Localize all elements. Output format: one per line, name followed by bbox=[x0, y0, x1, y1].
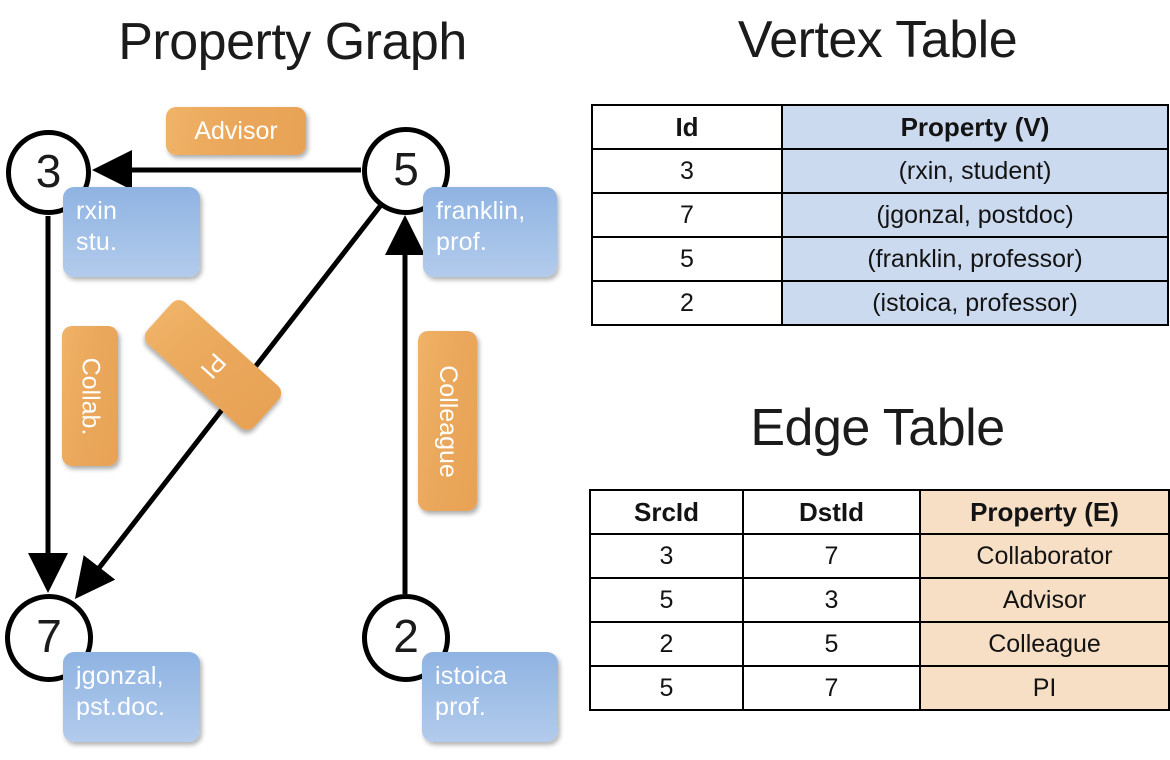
edge-label-advisor: Advisor bbox=[166, 107, 306, 155]
graph-node-5-label: 5 bbox=[393, 143, 419, 195]
edge-cell-property: PI bbox=[919, 665, 1170, 711]
page-title-vertex-table: Vertex Table bbox=[737, 11, 1018, 69]
graph-node-2-property-line2: prof. bbox=[435, 692, 487, 721]
vertex-table: Id Property (V) 3 (rxin, student) 7 (jgo… bbox=[591, 104, 1169, 326]
graph-node-3-property-line2: stu. bbox=[76, 227, 118, 256]
edge-cell-src: 3 bbox=[589, 533, 744, 579]
edge-label-colleague: Colleague bbox=[418, 331, 477, 511]
edge-cell-property: Colleague bbox=[919, 621, 1170, 667]
edge-label-collab-text: Collab. bbox=[76, 357, 105, 435]
table-row[interactable]: 7 (jgonzal, postdoc) bbox=[591, 192, 1169, 238]
edge-table-header-row: SrcId DstId Property (E) bbox=[589, 489, 1170, 535]
edge-table: SrcId DstId Property (E) 3 7 Collaborato… bbox=[589, 489, 1170, 711]
table-row[interactable]: 5 7 PI bbox=[589, 665, 1170, 711]
edge-table-header-srcid: SrcId bbox=[589, 489, 744, 535]
edge-cell-dst: 7 bbox=[742, 665, 921, 711]
table-row[interactable]: 2 5 Colleague bbox=[589, 621, 1170, 667]
graph-node-3-property-line1: rxin bbox=[76, 197, 118, 225]
vertex-cell-property: (jgonzal, postdoc) bbox=[781, 192, 1169, 238]
edge-label-pi-text: PI bbox=[195, 347, 232, 384]
edge-label-collab: Collab. bbox=[62, 326, 118, 466]
graph-node-2-property-box: istoica prof. bbox=[422, 652, 558, 742]
vertex-cell-id: 3 bbox=[591, 148, 783, 194]
table-row[interactable]: 5 (franklin, professor) bbox=[591, 236, 1169, 282]
graph-node-2-label: 2 bbox=[393, 610, 419, 662]
graph-node-2-property-line1: istoica bbox=[435, 662, 508, 690]
edge-cell-src: 2 bbox=[589, 621, 744, 667]
edge-table-header-property: Property (E) bbox=[919, 489, 1170, 535]
page-title-property-graph: Property Graph bbox=[118, 13, 467, 71]
graph-node-7-property-line1: jgonzal, bbox=[76, 662, 164, 690]
table-row[interactable]: 3 (rxin, student) bbox=[591, 148, 1169, 194]
graph-node-7-property-line2: pst.doc. bbox=[76, 692, 166, 721]
page-title-edge-table: Edge Table bbox=[750, 399, 1005, 457]
graph-node-3-label: 3 bbox=[35, 144, 62, 197]
edge-cell-src: 5 bbox=[589, 577, 744, 623]
edge-cell-property: Collaborator bbox=[919, 533, 1170, 579]
vertex-cell-id: 2 bbox=[591, 280, 783, 326]
edge-cell-dst: 7 bbox=[742, 533, 921, 579]
vertex-cell-id: 7 bbox=[591, 192, 783, 238]
vertex-cell-id: 5 bbox=[591, 236, 783, 282]
graph-node-2[interactable]: 2 bbox=[362, 594, 450, 682]
vertex-table-header-row: Id Property (V) bbox=[591, 104, 1169, 150]
edge-cell-dst: 5 bbox=[742, 621, 921, 667]
graph-node-7-label: 7 bbox=[36, 610, 62, 662]
graph-node-5-property-box: franklin, prof. bbox=[423, 187, 557, 277]
graph-node-5-property-line1: franklin, bbox=[436, 197, 526, 225]
graph-node-5-property-line2: prof. bbox=[436, 227, 488, 256]
graph-node-5[interactable]: 5 bbox=[362, 127, 450, 215]
edge-label-colleague-text: Colleague bbox=[434, 364, 462, 478]
edge-table-header-dstid: DstId bbox=[742, 489, 921, 535]
vertex-table-header-property: Property (V) bbox=[781, 104, 1169, 150]
graph-node-7-property-box: jgonzal, pst.doc. bbox=[63, 652, 200, 742]
table-row[interactable]: 2 (istoica, professor) bbox=[591, 280, 1169, 326]
edge-label-advisor-text: Advisor bbox=[194, 116, 278, 145]
edge-cell-dst: 3 bbox=[742, 577, 921, 623]
edge-cell-property: Advisor bbox=[919, 577, 1170, 623]
edge-cell-src: 5 bbox=[589, 665, 744, 711]
table-row[interactable]: 3 7 Collaborator bbox=[589, 533, 1170, 579]
vertex-table-header-id: Id bbox=[591, 104, 783, 150]
table-row[interactable]: 5 3 Advisor bbox=[589, 577, 1170, 623]
vertex-cell-property: (franklin, professor) bbox=[781, 236, 1169, 282]
vertex-cell-property: (rxin, student) bbox=[781, 148, 1169, 194]
graph-node-3-property-box: rxin stu. bbox=[63, 187, 200, 277]
vertex-cell-property: (istoica, professor) bbox=[781, 280, 1169, 326]
